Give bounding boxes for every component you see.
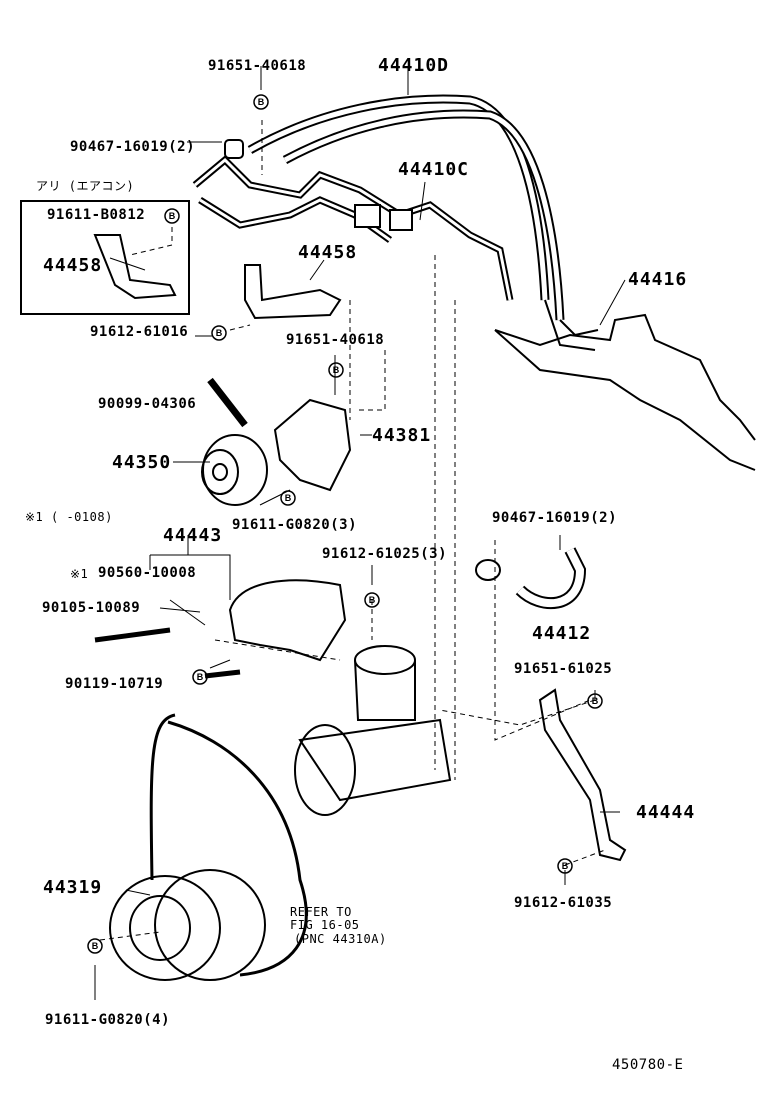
- part-label[interactable]: 44350: [112, 452, 172, 473]
- part-label[interactable]: 90119-10719: [65, 676, 164, 692]
- refer-note-line[interactable]: FIG 16-05: [290, 918, 360, 932]
- bolt-90105-10089: [94, 627, 171, 643]
- part-label[interactable]: 90105-10089: [42, 600, 141, 616]
- steering-gear: [494, 313, 756, 471]
- bracket-44458-box: [93, 234, 177, 300]
- clamp: [475, 559, 501, 581]
- pressure-hose-44410D: [247, 94, 599, 351]
- part-label[interactable]: 44410C: [398, 159, 470, 180]
- part-label[interactable]: 91612-61025(3): [322, 546, 448, 562]
- bolt-marker-b: B: [169, 211, 176, 221]
- refer-note-line: (PNC 44310A): [294, 932, 387, 946]
- bolt-marker-b: B: [333, 365, 340, 375]
- part-label[interactable]: 44416: [628, 269, 688, 290]
- bolt-marker-b: B: [216, 328, 223, 338]
- bolt-marker-b: B: [369, 595, 376, 605]
- vane-pump: [294, 645, 452, 816]
- part-label[interactable]: 91651-40618: [286, 332, 385, 348]
- return-tube-44410C: [192, 139, 514, 301]
- part-label[interactable]: 90560-10008: [98, 565, 197, 581]
- air-conditioner-variant-box: [20, 200, 190, 315]
- part-label[interactable]: 44319: [43, 877, 103, 898]
- part-label[interactable]: 90099-04306: [98, 396, 197, 412]
- bolt-marker-b: B: [592, 696, 599, 706]
- crank-pulley-44319: [109, 869, 266, 981]
- part-label[interactable]: 91611-G0820(4): [45, 1012, 171, 1028]
- bolt-marker-b: B: [197, 672, 204, 682]
- bolt-marker-b: B: [258, 97, 265, 107]
- part-label[interactable]: 44412: [532, 623, 592, 644]
- part-label[interactable]: 44444: [636, 802, 696, 823]
- bracket-44458: [244, 264, 342, 320]
- part-label[interactable]: 91651-61025: [514, 661, 613, 677]
- v-belt: [149, 713, 308, 977]
- bolt-marker-b: B: [562, 861, 569, 871]
- part-label[interactable]: 91612-61035: [514, 895, 613, 911]
- part-label[interactable]: 91611-G0820(3): [232, 517, 358, 533]
- part-label[interactable]: 44458: [298, 242, 358, 263]
- bolt-90099-04306: [207, 377, 248, 428]
- bolt-markers: [87, 94, 603, 954]
- footnote-mark: ※1: [70, 567, 89, 581]
- part-label[interactable]: 90467-16019(2): [70, 139, 196, 155]
- bracket-44381: [273, 398, 352, 492]
- part-label[interactable]: 90467-16019(2): [492, 510, 618, 526]
- bracket-44444: [538, 688, 627, 862]
- part-label[interactable]: 44410D: [378, 55, 450, 76]
- part-label[interactable]: 91611-B0812: [47, 207, 146, 223]
- part-label[interactable]: 44443: [163, 525, 223, 546]
- refer-note-line: REFER TO: [290, 905, 352, 919]
- pulley-44350: [201, 434, 268, 506]
- bolt-marker-b: B: [92, 941, 99, 951]
- bracket-44443: [228, 579, 347, 662]
- drawing-number: 450780-E: [612, 1057, 684, 1073]
- bolt-90119-10719: [204, 669, 241, 679]
- part-label[interactable]: 44381: [372, 425, 432, 446]
- bolt-marker-b: B: [285, 493, 292, 503]
- footnote: ※1 ( -0108): [25, 510, 113, 524]
- part-label[interactable]: 91651-40618: [208, 58, 307, 74]
- variant-note: アリ (エアコン): [36, 179, 135, 193]
- part-label[interactable]: 91612-61016: [90, 324, 189, 340]
- part-label[interactable]: 44458: [43, 255, 103, 276]
